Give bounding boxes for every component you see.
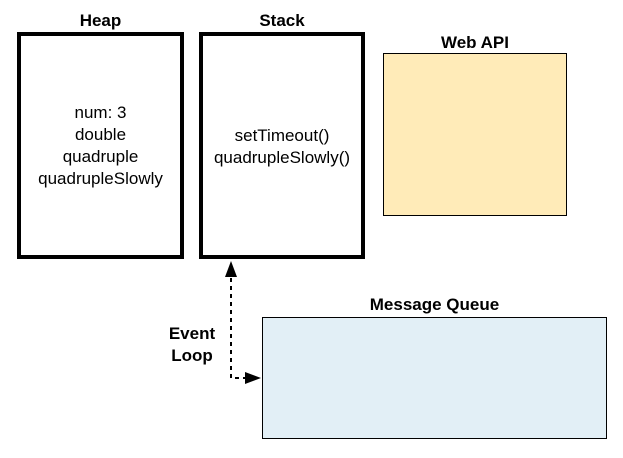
event-loop-label: Event Loop [160,323,224,367]
heap-contents: num: 3 double quadruple quadrupleSlowly [21,102,180,190]
heap-item-num: num: 3 [74,103,127,122]
stack-frame-quadruple-slowly: quadrupleSlowly() [213,148,351,167]
stack-frame-settimeout: setTimeout() [234,126,330,145]
web-api-title: Web API [440,33,509,52]
heap-item-quadruple-slowly: quadrupleSlowly [38,169,163,188]
heap-title: Heap [79,11,122,30]
stack-title: Stack [259,11,305,30]
arrow-up-to-stack-icon [225,261,237,277]
event-loop-label-line1: Event [168,324,216,343]
message-queue-title: Message Queue [369,295,500,314]
stack-box: setTimeout() quadrupleSlowly() [199,32,365,259]
web-api-box [383,53,567,216]
stack-contents: setTimeout() quadrupleSlowly() [203,125,361,169]
event-loop-path [230,278,248,379]
message-queue-box [262,317,607,439]
heap-item-quadruple: quadruple [62,147,139,166]
heap-item-double: double [74,125,127,144]
heap-box: num: 3 double quadruple quadrupleSlowly [17,32,184,259]
event-loop-label-line2: Loop [171,346,213,365]
arrow-right-from-queue-icon [245,372,261,384]
